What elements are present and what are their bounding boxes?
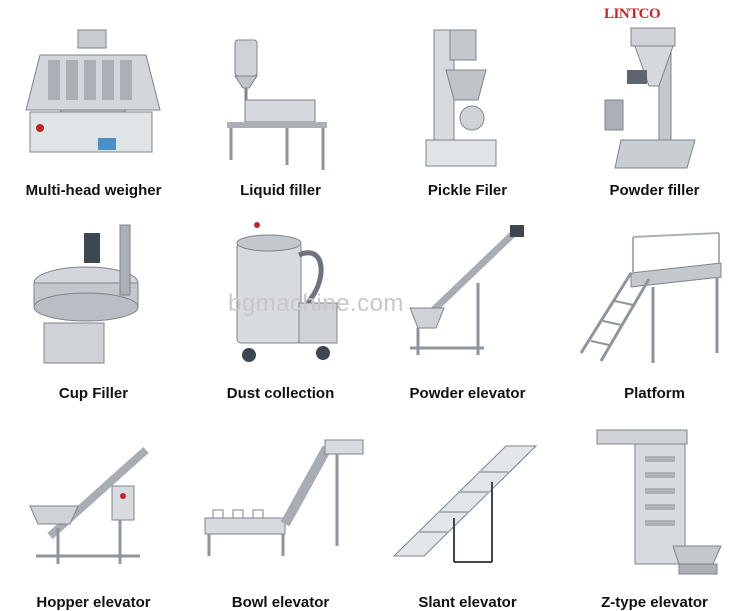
slant-elevator-image <box>392 445 538 563</box>
cup-filler-image <box>33 224 139 364</box>
product-cell: Platform <box>561 203 748 406</box>
product-cell: Powder elevator <box>374 203 561 406</box>
dust-collection-image <box>236 222 338 362</box>
product-cell: Powder filler <box>561 0 748 203</box>
product-cell: Hopper elevator <box>0 406 187 611</box>
product-cell: Slant elevator <box>374 406 561 611</box>
product-label: Z-type elevator <box>601 594 708 611</box>
product-label: Bowl elevator <box>231 594 330 611</box>
product-cell: Z-type elevator <box>561 406 748 611</box>
product-cell: Multi-head weigher <box>0 0 187 203</box>
product-label: Platform <box>624 385 685 402</box>
product-cell: Dust collection <box>187 203 374 406</box>
watermark: bgmachine.com <box>228 290 404 317</box>
liquid-filler-image <box>227 39 327 170</box>
platform-image <box>579 232 722 363</box>
product-label: Slant elevator <box>418 594 517 611</box>
powder-filler-image <box>604 27 696 169</box>
product-label: Cup Filler <box>58 385 129 402</box>
z-type-elevator-image <box>596 429 722 575</box>
product-label: Liquid filler <box>240 182 321 199</box>
product-label: Hopper elevator <box>36 594 151 611</box>
product-cell: Liquid filler <box>187 0 374 203</box>
product-label: Powder filler <box>609 182 700 199</box>
bowl-elevator-image <box>204 439 364 556</box>
product-label: Multi-head weigher <box>25 182 162 199</box>
multihead-weigher-image <box>25 29 161 153</box>
pickle-filer-image <box>425 29 497 167</box>
product-label: Pickle Filer <box>427 182 508 199</box>
powder-elevator-image <box>409 225 524 355</box>
product-cell: Cup Filler <box>0 203 187 406</box>
product-cell: Pickle Filer <box>374 0 561 203</box>
product-label: Dust collection <box>226 385 335 402</box>
product-label: Powder elevator <box>409 385 526 402</box>
hopper-elevator-image <box>29 447 149 564</box>
product-cell: Bowl elevator <box>187 406 374 611</box>
brand-logo: LINTCO <box>604 6 661 22</box>
